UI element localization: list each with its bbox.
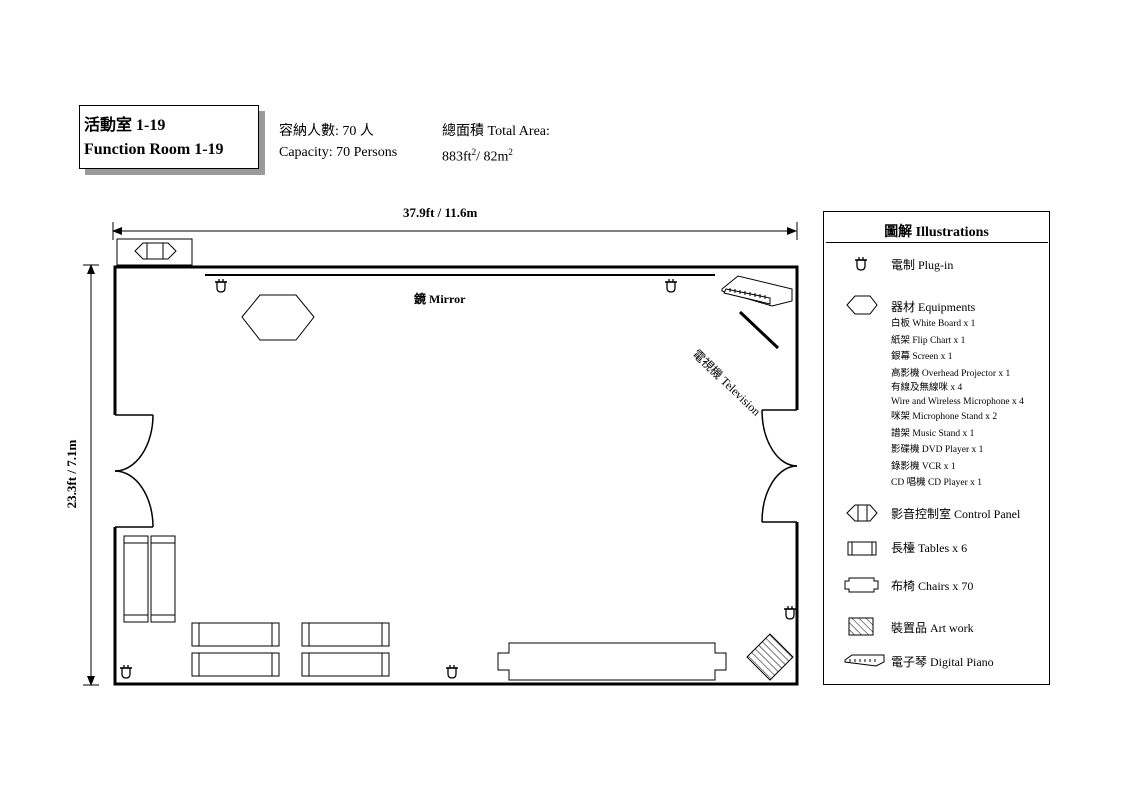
width-label: 37.9ft / 11.6m bbox=[403, 205, 478, 220]
room-walls bbox=[113, 265, 799, 686]
legend-divider bbox=[826, 242, 1048, 243]
equipment-item: Wire and Wireless Microphone x 4 bbox=[891, 397, 1024, 407]
legend-artwork-label: 裝置品 Art work bbox=[891, 621, 974, 635]
legend-tables-label: 長檯 Tables x 6 bbox=[891, 541, 968, 555]
legend-title: 圖解 Illustrations bbox=[884, 225, 989, 240]
height-label: 23.3ft / 7.1m bbox=[64, 439, 79, 509]
equipment-item: 咪架 Microphone Stand x 2 bbox=[891, 412, 998, 422]
equipment-item: 銀幕 Screen x 1 bbox=[891, 352, 953, 362]
room-title-box: 活動室 1-19 Function Room 1-19 bbox=[79, 105, 259, 169]
left-door bbox=[114, 414, 154, 528]
mirror-label: 鏡 Mirror bbox=[414, 292, 466, 306]
equipment-item: 白板 White Board x 1 bbox=[891, 319, 976, 329]
height-dimension bbox=[83, 264, 99, 686]
legend-table-icon bbox=[847, 541, 877, 556]
equipment-item: 影碟機 DVD Player x 1 bbox=[891, 445, 984, 455]
legend-equipments-label: 器材 Equipments bbox=[891, 300, 976, 314]
legend-panel: 圖解 Illustrations bbox=[823, 211, 1050, 685]
legend-piano-icon bbox=[844, 654, 885, 667]
area-value: 883ft2/ 82m2 bbox=[442, 147, 513, 165]
capacity-en: Capacity: 70 Persons bbox=[279, 145, 398, 160]
room-title-en: Function Room 1-19 bbox=[84, 141, 224, 158]
legend-equipment-icon bbox=[846, 295, 878, 315]
legend-control-panel-label: 影音控制室 Control Panel bbox=[891, 507, 1021, 521]
width-dimension bbox=[112, 222, 798, 240]
equipment-item: 高影機 Overhead Projector x 1 bbox=[891, 368, 1011, 379]
digital-piano-icon bbox=[721, 275, 793, 307]
equipment-item: 紙架 Flip Chart x 1 bbox=[891, 335, 966, 346]
plug-icon bbox=[119, 664, 133, 679]
equipment-item: 有線及無線咪 x 4 bbox=[891, 383, 963, 393]
table-stack-vertical bbox=[123, 535, 176, 623]
legend-piano-label: 電子琴 Digital Piano bbox=[891, 655, 994, 669]
capacity-zh: 容納人數: 70 人 bbox=[279, 124, 374, 139]
capacity-info: 容納人數: 70 人 Capacity: 70 Persons bbox=[279, 121, 397, 163]
legend-control-panel-icon bbox=[846, 504, 878, 522]
table-stack-horizontal bbox=[191, 622, 390, 677]
plug-icon bbox=[445, 664, 459, 679]
equipment-hexagon bbox=[241, 294, 315, 341]
equipment-item: 譜架 Music Stand x 1 bbox=[891, 428, 975, 439]
legend-artwork-icon bbox=[848, 617, 874, 636]
legend-chairs-label: 布椅 Chairs x 70 bbox=[891, 579, 974, 593]
equipment-list: 白板 White Board x 1 紙架 Flip Chart x 1 銀幕 … bbox=[891, 316, 1024, 492]
legend-chairs-icon bbox=[844, 577, 879, 593]
chairs-stack bbox=[497, 642, 727, 681]
plug-icon bbox=[783, 605, 797, 620]
right-door bbox=[761, 409, 798, 523]
television-screen bbox=[738, 310, 780, 350]
plug-icon bbox=[214, 278, 228, 293]
plug-icon bbox=[664, 278, 678, 293]
area-info: 總面積 Total Area: 883ft2/ 82m2 bbox=[442, 121, 550, 168]
room-title-zh: 活動室 1-19 bbox=[84, 117, 166, 134]
equipment-item: CD 唱機 CD Player x 1 bbox=[891, 478, 983, 488]
legend-plug-label: 電制 Plug-in bbox=[891, 258, 954, 272]
artwork-icon bbox=[746, 633, 794, 681]
area-label: 總面積 Total Area: bbox=[442, 124, 550, 139]
equipment-item: 錄影機 VCR x 1 bbox=[891, 461, 956, 472]
control-panel bbox=[116, 238, 193, 266]
